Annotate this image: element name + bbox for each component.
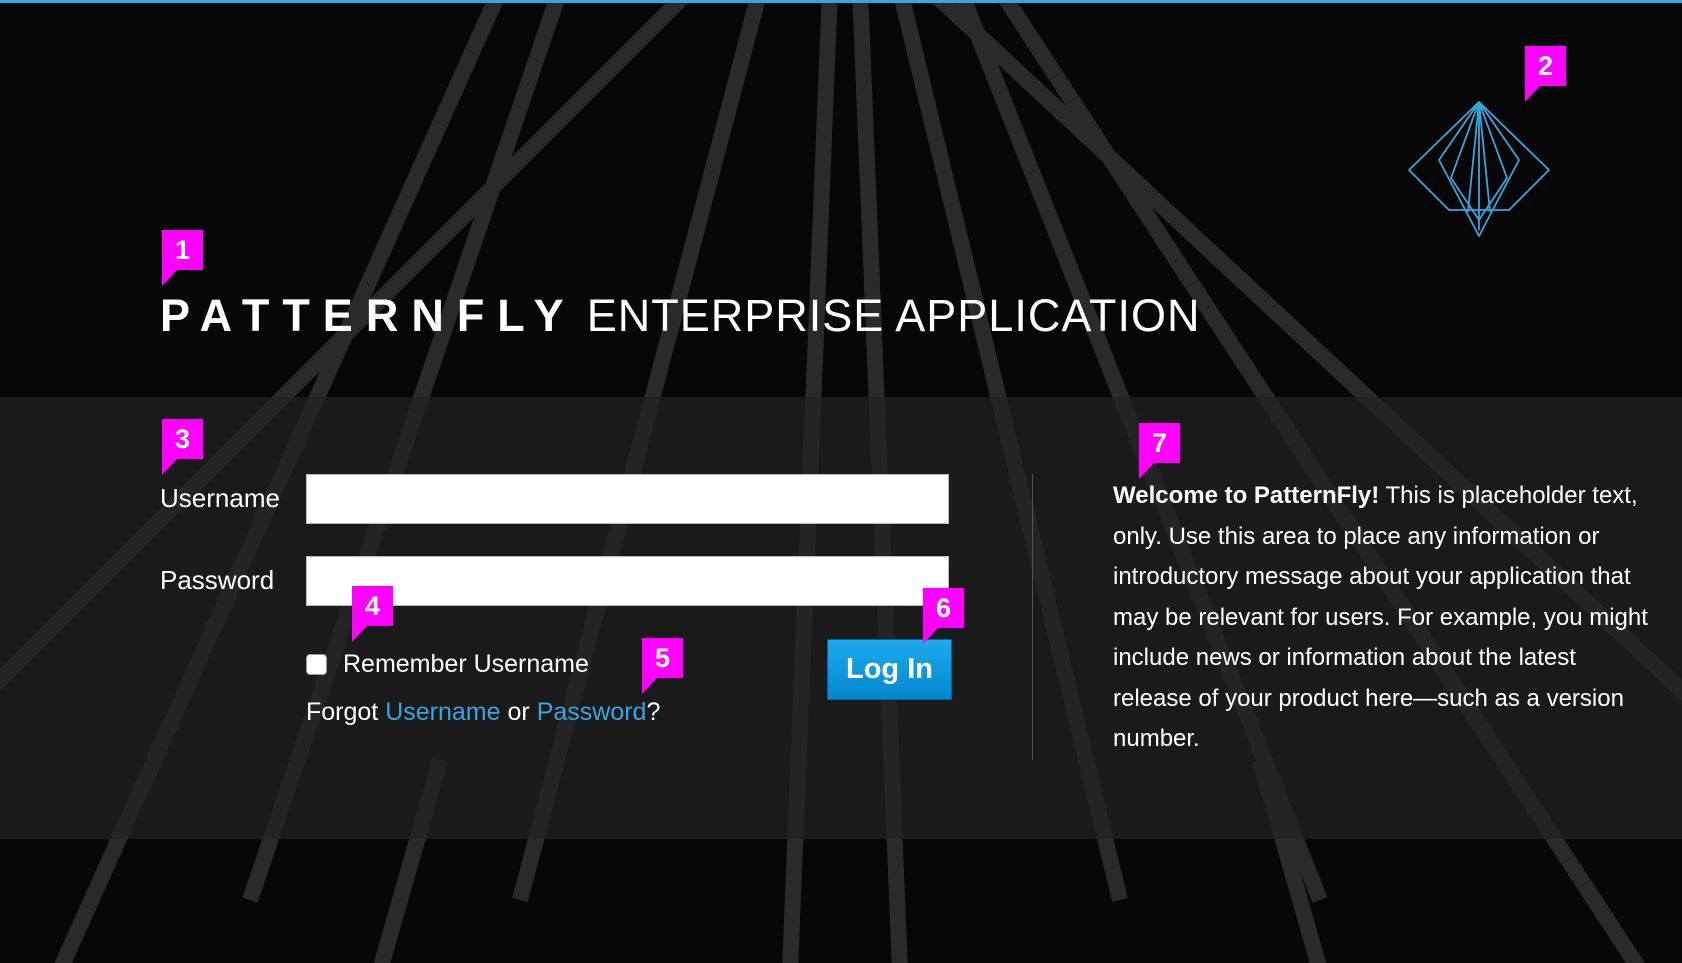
password-input[interactable] [306,556,949,606]
password-label: Password [160,565,275,595]
app-title: ENTERPRISE APPLICATION [586,290,1201,341]
forgot-credentials-text: Forgot Username or Password? [306,698,660,727]
vertical-divider [1032,474,1033,760]
callout-marker-1: 1 [162,230,203,286]
callout-marker-7: 7 [1139,423,1180,479]
callout-number: 3 [162,419,203,459]
remember-username-option[interactable]: Remember Username [306,649,589,679]
patternfly-diamond-logo-icon [1408,101,1550,237]
remember-username-checkbox[interactable] [306,653,327,675]
forgot-password-link[interactable]: Password [536,698,647,726]
username-input[interactable] [306,474,949,524]
callout-marker-4: 4 [352,586,393,642]
callout-number: 2 [1525,46,1566,86]
remember-username-label: Remember Username [343,649,589,678]
callout-marker-6: 6 [923,588,964,644]
top-accent-bar [0,0,1682,3]
callout-number: 1 [162,230,203,270]
forgot-suffix: ? [646,698,661,726]
username-label: Username [160,483,280,513]
callout-number: 7 [1139,423,1180,463]
callout-marker-3: 3 [162,419,203,475]
callout-number: 4 [352,586,393,626]
callout-number: 6 [923,588,964,628]
forgot-prefix: Forgot [306,698,379,726]
login-panel-background [0,397,1682,839]
forgot-username-link[interactable]: Username [385,698,501,726]
callout-marker-5: 5 [642,638,683,694]
welcome-body: This is placeholder text, only. Use this… [1113,482,1648,752]
forgot-or: or [507,698,530,726]
callout-number: 5 [642,638,683,678]
welcome-message: Welcome to PatternFly! This is placehold… [1113,476,1653,760]
welcome-heading: Welcome to PatternFly! [1113,482,1380,509]
brand-name: PATTERNFLY [160,290,577,341]
callout-marker-2: 2 [1525,46,1566,102]
log-in-button[interactable]: Log In [827,639,952,700]
